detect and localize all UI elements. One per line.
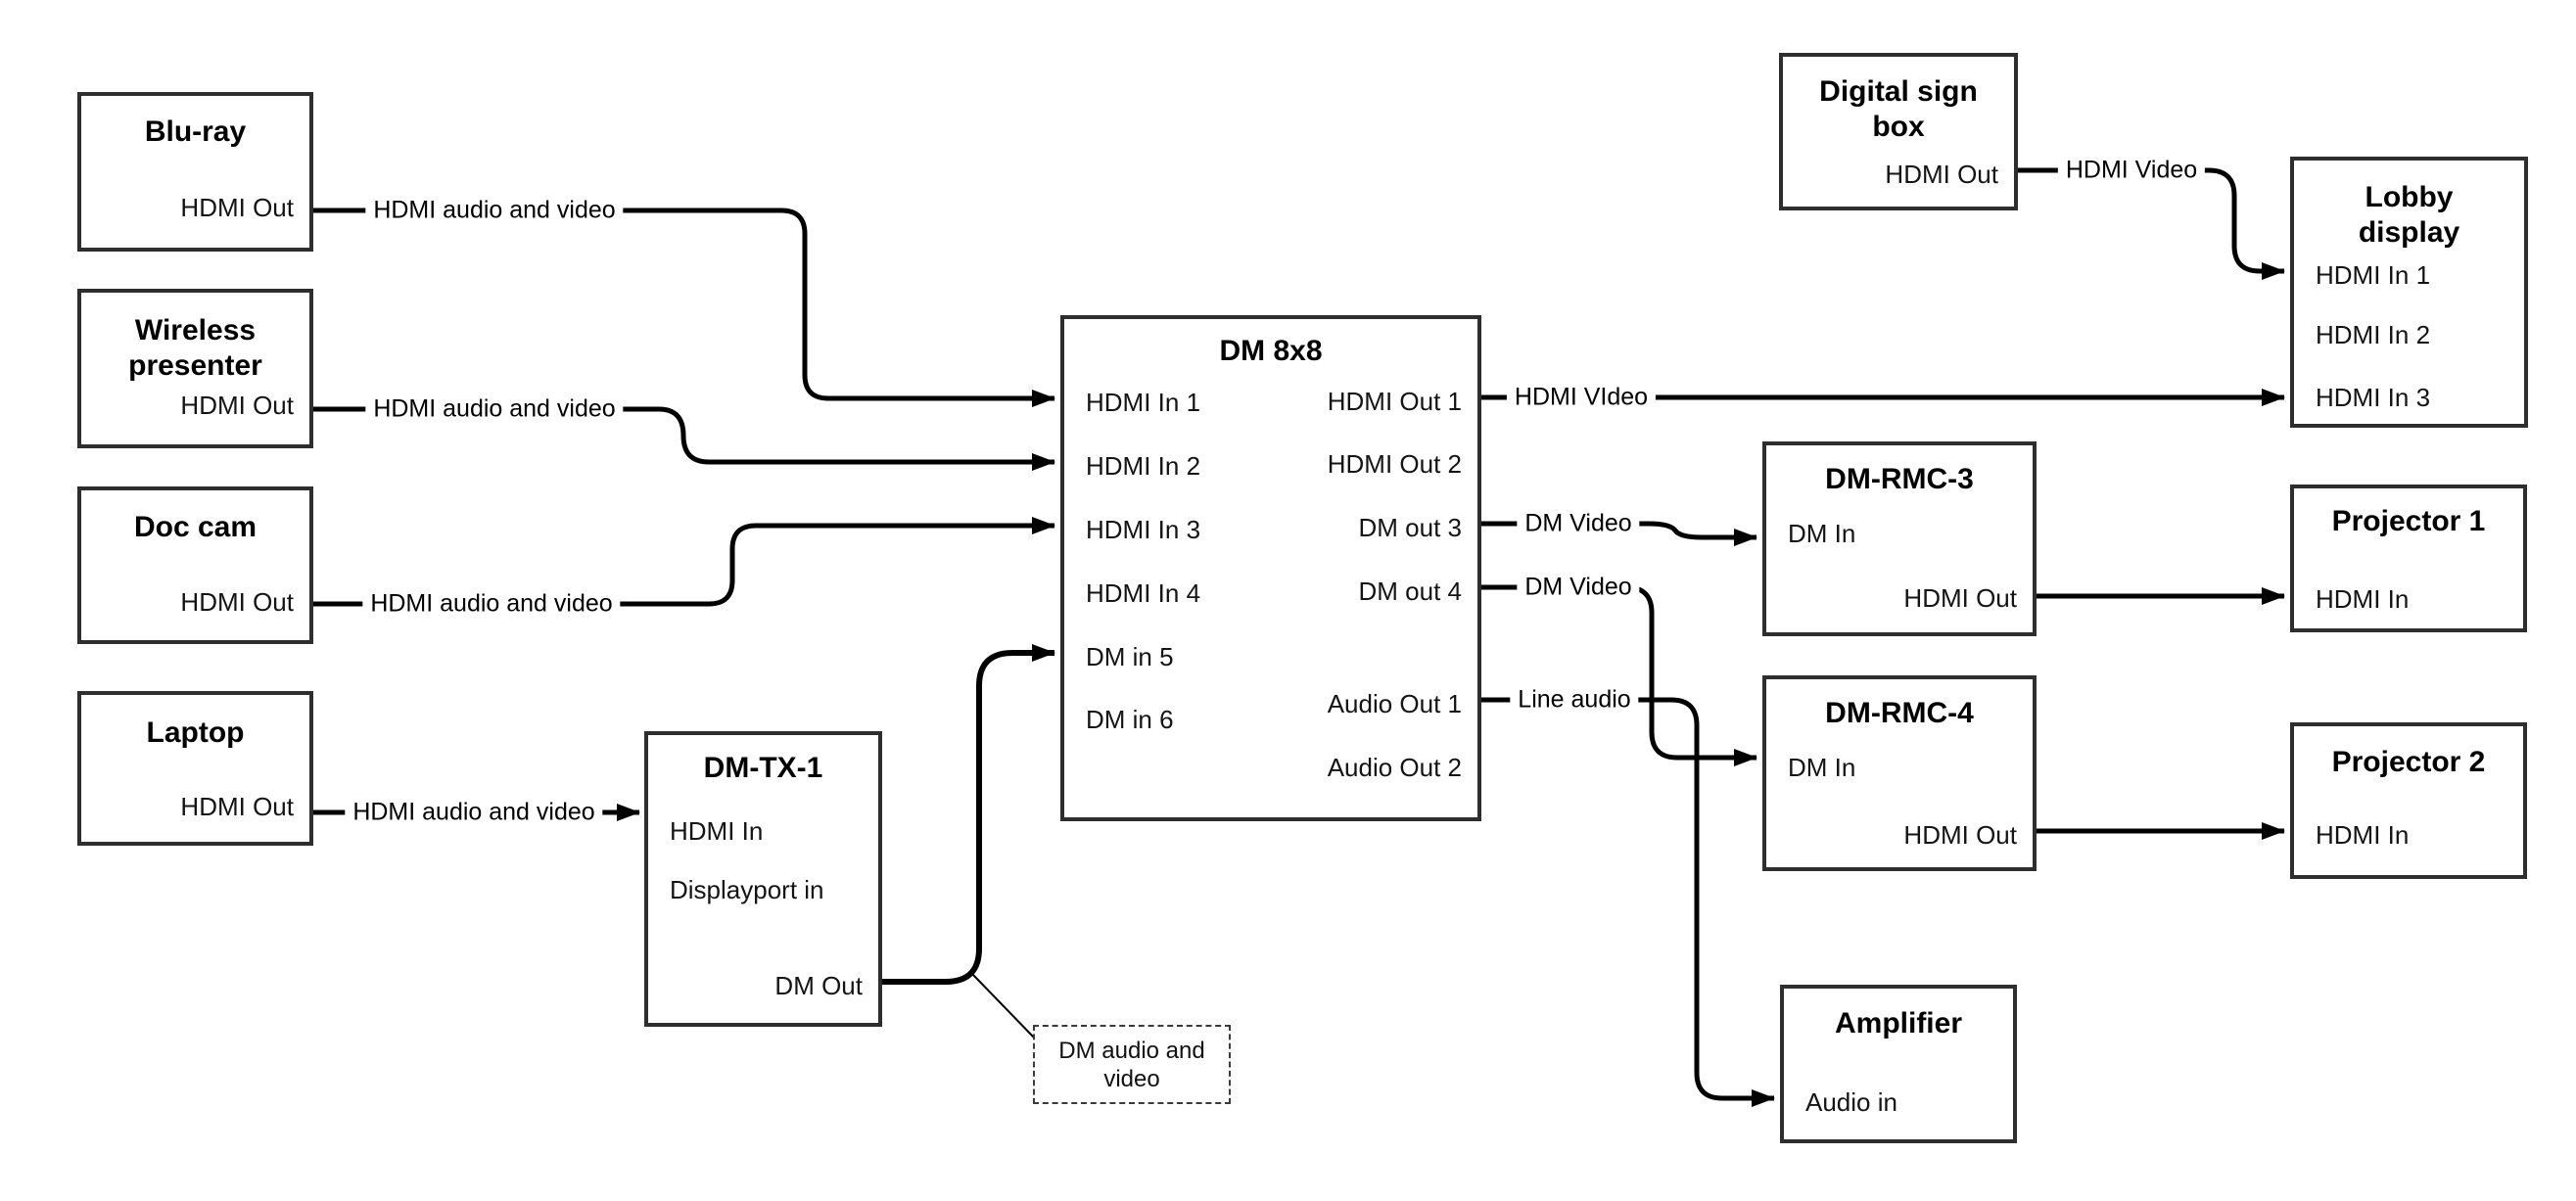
port-wireless-hdmi-out: HDMI Out bbox=[180, 391, 294, 420]
port-dm8x8-audio-out-1: Audio Out 1 bbox=[1327, 689, 1462, 718]
edge-label-hdmi-av-bluray: HDMI audio and video bbox=[365, 197, 624, 224]
port-digitalsign-hdmi-out: HDMI Out bbox=[1885, 160, 1998, 189]
note-callout-line bbox=[972, 974, 1036, 1039]
port-dm8x8-dm-out-4: DM out 4 bbox=[1358, 577, 1463, 606]
port-dm8x8-dm-in-5: DM in 5 bbox=[1086, 642, 1174, 671]
node-title: Wireless presenter bbox=[128, 314, 262, 382]
port-dm8x8-hdmi-out-1: HDMI Out 1 bbox=[1327, 387, 1462, 416]
port-lobby-hdmi-in-2: HDMI In 2 bbox=[2316, 320, 2431, 349]
node-projector-1: Projector 1 HDMI In bbox=[2290, 485, 2527, 632]
port-dm8x8-hdmi-out-2: HDMI Out 2 bbox=[1327, 449, 1462, 479]
port-lobby-hdmi-in-3: HDMI In 3 bbox=[2316, 383, 2431, 412]
node-bluray: Blu-ray HDMI Out bbox=[77, 92, 313, 252]
edge-dmtx1-to-dm8x8-in5 bbox=[882, 644, 1055, 985]
port-laptop-hdmi-out: HDMI Out bbox=[180, 792, 294, 821]
note-dm-audio-and-video: DM audio and video bbox=[1033, 1025, 1231, 1104]
edge-label-dm-video-out4: DM Video bbox=[1517, 574, 1640, 601]
edge-label-hdmi-av-wireless: HDMI audio and video bbox=[365, 395, 624, 423]
port-proj2-hdmi-in: HDMI In bbox=[2316, 820, 2410, 850]
node-dm-rmc-4: DM-RMC-4 DM In HDMI Out bbox=[1762, 675, 2037, 871]
port-dmrmc4-hdmi-out: HDMI Out bbox=[1903, 820, 2017, 850]
edge-dm8x8-out4-to-dmrmc4 bbox=[1481, 584, 1757, 766]
edge-digitalsign-to-lobby-in1 bbox=[2018, 167, 2285, 280]
edge-label-hdmi-av-doccam: HDMI audio and video bbox=[362, 590, 621, 618]
node-title: DM 8x8 bbox=[1219, 335, 1323, 367]
port-dmtx1-hdmi-in: HDMI In bbox=[670, 816, 764, 846]
port-dmrmc4-dm-in: DM In bbox=[1788, 753, 1856, 782]
node-dm-8x8: DM 8x8 HDMI In 1 HDMI In 2 HDMI In 3 HDM… bbox=[1060, 315, 1481, 821]
node-dm-tx-1: DM-TX-1 HDMI In Displayport in DM Out bbox=[644, 731, 882, 1027]
node-title: DM-TX-1 bbox=[703, 752, 823, 784]
edge-label-dm-video-out3: DM Video bbox=[1517, 510, 1640, 537]
node-lobby-display: Lobby display HDMI In 1 HDMI In 2 HDMI I… bbox=[2290, 157, 2528, 428]
node-digital-sign-box: Digital sign box HDMI Out bbox=[1779, 53, 2018, 210]
port-bluray-hdmi-out: HDMI Out bbox=[180, 193, 294, 222]
node-title: DM-RMC-3 bbox=[1825, 463, 1974, 495]
edge-label-hdmi-video-sign: HDMI Video bbox=[2057, 157, 2206, 184]
port-dm8x8-dm-in-6: DM in 6 bbox=[1086, 705, 1174, 734]
node-title: Doc cam bbox=[133, 511, 258, 543]
node-projector-2: Projector 2 HDMI In bbox=[2290, 722, 2527, 879]
port-dmrmc3-hdmi-out: HDMI Out bbox=[1903, 583, 2017, 613]
edge-bluray-to-dm8x8-in1 bbox=[313, 208, 1055, 407]
node-title: Projector 1 bbox=[2331, 505, 2486, 537]
node-title: Amplifier bbox=[1834, 1007, 1963, 1039]
port-dmtx1-dm-out: DM Out bbox=[774, 971, 863, 1000]
node-title: Digital sign box bbox=[1819, 75, 1978, 143]
node-amplifier: Amplifier Audio in bbox=[1780, 985, 2017, 1143]
port-lobby-hdmi-in-1: HDMI In 1 bbox=[2316, 260, 2431, 290]
node-dm-rmc-3: DM-RMC-3 DM In HDMI Out bbox=[1762, 441, 2037, 636]
port-dmrmc3-dm-in: DM In bbox=[1788, 519, 1856, 548]
node-wireless-presenter: Wireless presenter HDMI Out bbox=[77, 289, 313, 448]
port-proj1-hdmi-in: HDMI In bbox=[2316, 584, 2410, 614]
edge-doccam-to-dm8x8-in3 bbox=[313, 517, 1055, 607]
port-doccam-hdmi-out: HDMI Out bbox=[180, 587, 294, 617]
edge-dm8x8-out3-to-dmrmc3 bbox=[1481, 521, 1757, 546]
port-dm8x8-hdmi-in-3: HDMI In 3 bbox=[1086, 515, 1201, 544]
node-title: Blu-ray bbox=[144, 115, 247, 148]
node-doc-cam: Doc cam HDMI Out bbox=[77, 486, 313, 644]
node-title: Projector 2 bbox=[2331, 746, 2486, 778]
edge-label-hdmi-av-laptop: HDMI audio and video bbox=[345, 799, 603, 826]
edge-dm8x8-aout1-to-amplifier bbox=[1481, 697, 1775, 1107]
port-dm8x8-dm-out-3: DM out 3 bbox=[1358, 513, 1463, 542]
port-dm8x8-hdmi-in-4: HDMI In 4 bbox=[1086, 578, 1201, 608]
port-dm8x8-hdmi-in-2: HDMI In 2 bbox=[1086, 451, 1201, 481]
node-title: Laptop bbox=[146, 716, 245, 749]
port-dm8x8-audio-out-2: Audio Out 2 bbox=[1327, 753, 1462, 782]
edge-wireless-to-dm8x8-in2 bbox=[313, 406, 1055, 471]
edge-label-hdmi-video-out1: HDMI VIdeo bbox=[1506, 384, 1657, 411]
node-title: Lobby display bbox=[2358, 181, 2460, 249]
edge-label-line-audio: Line audio bbox=[1510, 686, 1639, 714]
port-dmtx1-displayport-in: Displayport in bbox=[670, 875, 824, 904]
node-title: DM-RMC-4 bbox=[1825, 697, 1974, 729]
port-amplifier-audio-in: Audio in bbox=[1805, 1087, 1897, 1117]
node-laptop: Laptop HDMI Out bbox=[77, 691, 313, 846]
port-dm8x8-hdmi-in-1: HDMI In 1 bbox=[1086, 388, 1201, 417]
